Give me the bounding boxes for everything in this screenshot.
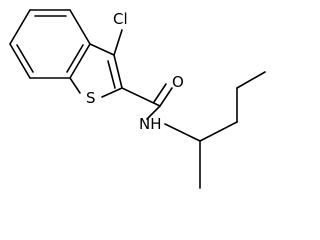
carboxamide-group: [121, 83, 173, 120]
bond-carbonyl-n: [146, 105, 161, 120]
bond-carbonyl-o-double: [153, 83, 167, 103]
bond-carbonyl-o: [159, 87, 173, 107]
molecule-structure: Cl S O NH: [9, 9, 266, 189]
bond-benzene-3: [69, 43, 91, 79]
thiophene-ring: [69, 43, 123, 98]
bond-benzene-6: [9, 9, 31, 45]
bond-c3-c2-double: [107, 60, 116, 89]
bond-benzene-2: [69, 9, 91, 45]
bond-c3-c2: [113, 54, 123, 89]
atom-label-chlorine: Cl: [113, 10, 128, 28]
bond-n-ch: [164, 123, 201, 142]
benzene-ring: [9, 9, 91, 79]
structure-canvas: Cl S O NH: [9, 9, 266, 189]
bond-ch2-ch3: [236, 71, 266, 89]
pentyl-chain: [164, 71, 266, 189]
bond-benzene-double-2: [66, 44, 84, 73]
bond-benzene-5: [9, 43, 31, 79]
bond-c2-carbonyl: [121, 87, 161, 107]
atom-label-sulfur: S: [86, 89, 96, 107]
bond-c2-s: [101, 87, 123, 98]
bond-c3a-c3: [89, 43, 115, 56]
bond-ch-ch2-a: [199, 121, 238, 142]
bond-benzene-double-3: [16, 44, 34, 73]
bond-c3-cl: [113, 29, 123, 56]
atom-label-amide-nitrogen: NH: [139, 115, 162, 133]
atom-label-oxygen: O: [172, 73, 184, 91]
bond-s-c7a: [69, 77, 81, 94]
